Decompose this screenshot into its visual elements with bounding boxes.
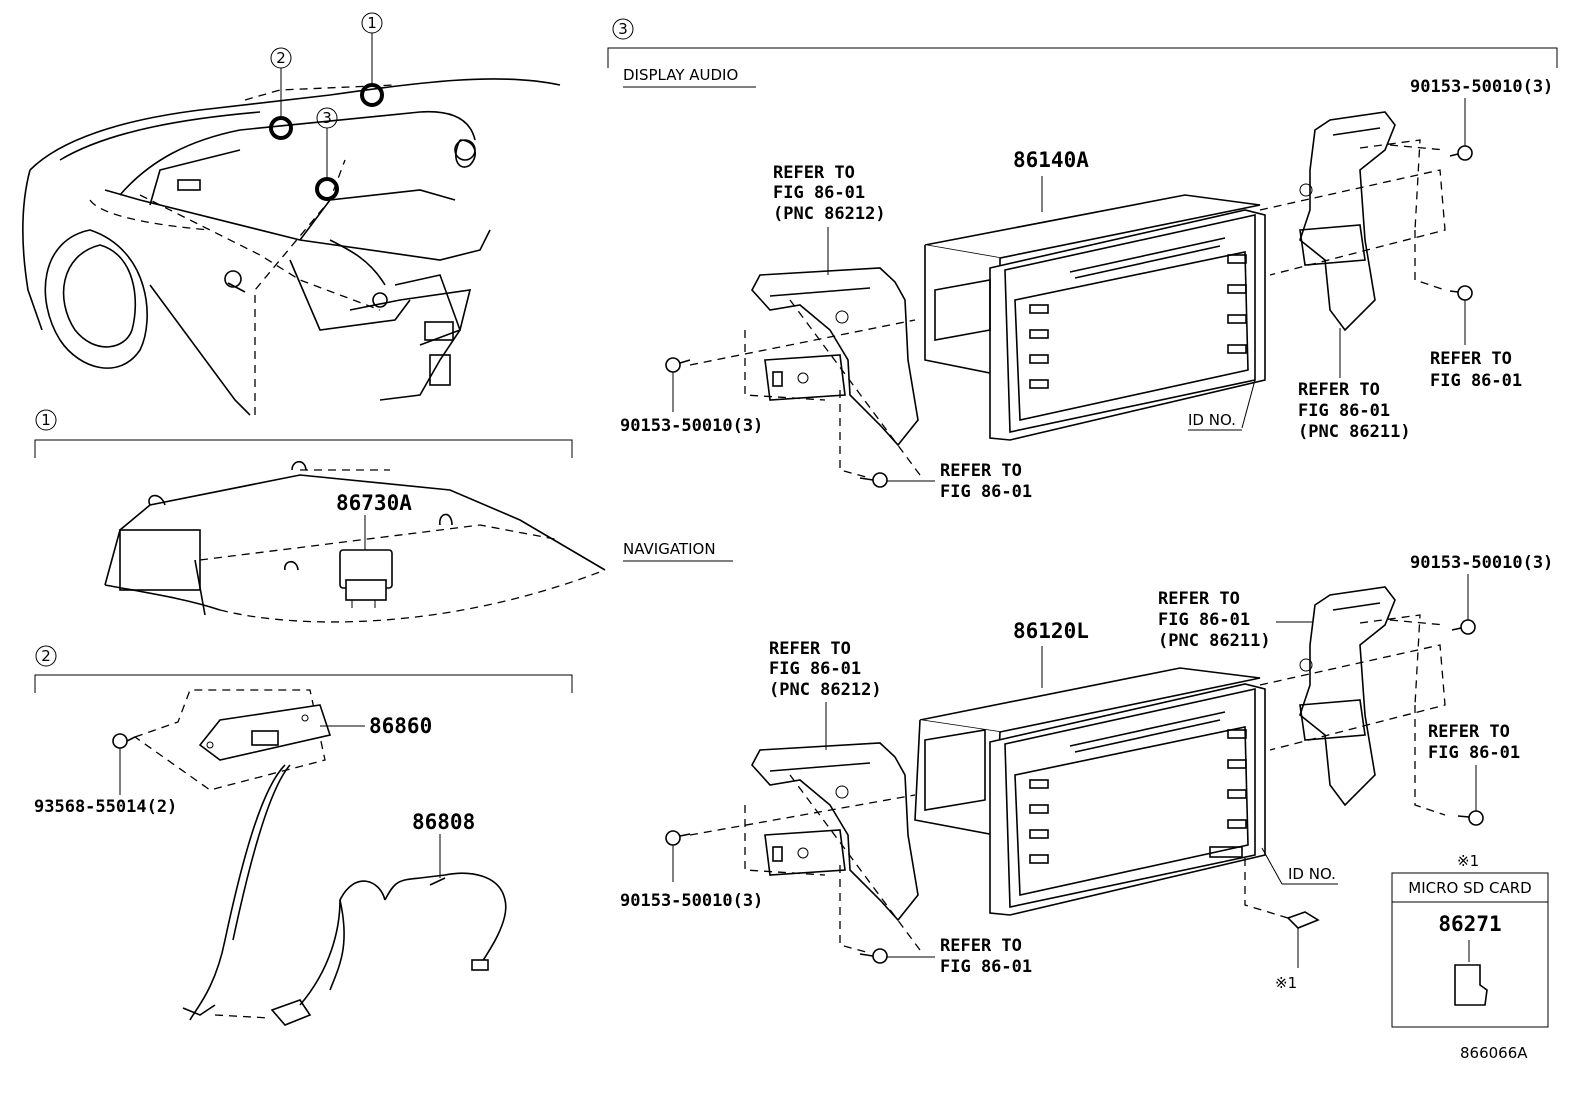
ref-label-refer-to: REFER TO [773, 163, 855, 183]
part-86730A-module [339, 515, 393, 608]
callout-3: 3 [315, 107, 339, 201]
ref-label-fig[interactable]: FIG 86-01 [1430, 371, 1522, 391]
ref-label-refer-to: REFER TO [1158, 589, 1240, 609]
screw-93568 [112, 733, 136, 795]
display-audio-unit-86140A [924, 176, 1266, 441]
ref-label-pnc[interactable]: (PNC 86211) [1298, 422, 1411, 442]
part-number-86860[interactable]: 86860 [369, 714, 432, 738]
micro-sd-card-icon [1454, 964, 1488, 1006]
navigation-lower-bolt [859, 948, 935, 964]
display-audio-left-bolt [665, 357, 691, 412]
callout-3-number: 3 [322, 109, 332, 127]
vehicle-interior-illustration [22, 78, 561, 416]
navigation-lower-right-bolt [1457, 765, 1484, 826]
ref-label-fig[interactable]: FIG 86-01 [940, 957, 1032, 977]
callout-2: 2 [269, 47, 293, 140]
bracket-86860-assembly [133, 689, 365, 791]
section-1-header: 1 [34, 409, 573, 458]
display-audio-id-no: ID NO. [1188, 379, 1256, 431]
diagram-id-label: 866066A [1460, 1044, 1528, 1062]
ref-label-pnc[interactable]: (PNC 86212) [769, 680, 882, 700]
ref-label-refer-to: REFER TO [940, 936, 1022, 956]
display-audio-lower-right-bolt [1449, 285, 1473, 345]
part-number-90153-upper-right[interactable]: 90153-50010(3) [1410, 77, 1553, 97]
ref-label-refer-to: REFER TO [1298, 380, 1380, 400]
ref-label-refer-to: REFER TO [1428, 722, 1510, 742]
micro-sd-card-label: MICRO SD CARD [1408, 879, 1531, 897]
part-number-86120L[interactable]: 86120L [1013, 619, 1089, 643]
display-audio-upper-right-bolt [1449, 98, 1473, 161]
section-3-number: 3 [618, 20, 628, 38]
display-audio-left-bracket [689, 267, 921, 479]
navigation-right-bracket-ref: REFER TO FIG 86-01 (PNC 86211) [1158, 589, 1271, 651]
navigation-lower-right-bolt-ref: REFER TO FIG 86-01 [1428, 722, 1520, 763]
overhead-console-assembly [104, 460, 606, 623]
ref-label-refer-to: REFER TO [769, 639, 851, 659]
ref-label-fig[interactable]: FIG 86-01 [1298, 401, 1390, 421]
ref-label-refer-to: REFER TO [940, 461, 1022, 481]
part-number-86730A[interactable]: 86730A [336, 491, 412, 515]
navigation-lower-bolt-ref: REFER TO FIG 86-01 [940, 936, 1032, 977]
micro-sd-card-box: ※1 MICRO SD CARD 86271 [1391, 852, 1549, 1028]
navigation-heading: NAVIGATION [623, 540, 716, 558]
part-number-90153-left[interactable]: 90153-50010(3) [620, 416, 763, 436]
part-number-93568-55014[interactable]: 93568-55014(2) [34, 797, 177, 817]
part-number-86808[interactable]: 86808 [412, 810, 475, 834]
display-audio-lower-right-bolt-ref: REFER TO FIG 86-01 [1430, 349, 1522, 391]
display-audio-right-bracket [1259, 111, 1446, 378]
navigation-left-bolt [665, 830, 691, 882]
navigation-left-bracket [689, 742, 921, 954]
id-no-label: ID NO. [1288, 865, 1336, 883]
navigation-right-bracket [1259, 586, 1446, 816]
display-audio-right-bracket-ref: REFER TO FIG 86-01 (PNC 86211) [1298, 380, 1411, 442]
callout-2-number: 2 [276, 49, 286, 67]
ref-label-fig[interactable]: FIG 86-01 [773, 183, 865, 203]
ref-label-fig[interactable]: FIG 86-01 [1158, 610, 1250, 630]
navigation-unit-86120L [914, 646, 1266, 916]
part-number-90153-nav-left[interactable]: 90153-50010(3) [620, 891, 763, 911]
id-no-label: ID NO. [1188, 411, 1236, 429]
callout-1: 1 [360, 12, 384, 107]
display-audio-heading: DISPLAY AUDIO [623, 66, 738, 84]
navigation-upper-right-bolt [1451, 574, 1476, 635]
micro-sd-slot-detail: ※1 [1244, 858, 1320, 992]
wire-harness-86808 [182, 764, 507, 1026]
ref-label-pnc[interactable]: (PNC 86212) [773, 204, 886, 224]
section-3-header: 3 [607, 18, 1558, 68]
display-audio-lower-bolt [859, 472, 935, 488]
note-mark-label: ※1 [1457, 852, 1479, 870]
navigation-id-no: ID NO. [1261, 847, 1338, 885]
callout-1-number: 1 [367, 14, 377, 32]
display-audio-lower-bolt-ref: REFER TO FIG 86-01 [940, 461, 1032, 502]
note-mark-label: ※1 [1275, 974, 1297, 992]
ref-label-pnc[interactable]: (PNC 86211) [1158, 631, 1271, 651]
ref-label-fig[interactable]: FIG 86-01 [940, 482, 1032, 502]
section-2-header: 2 [34, 645, 573, 693]
display-audio-left-bracket-ref: REFER TO FIG 86-01 (PNC 86212) [773, 163, 886, 224]
navigation-left-bracket-ref: REFER TO FIG 86-01 (PNC 86212) [769, 639, 882, 700]
ref-label-refer-to: REFER TO [1430, 349, 1512, 369]
ref-label-fig[interactable]: FIG 86-01 [1428, 743, 1520, 763]
part-number-86271[interactable]: 86271 [1438, 912, 1501, 936]
ref-label-fig[interactable]: FIG 86-01 [769, 659, 861, 679]
section-1-number: 1 [41, 411, 51, 429]
section-2-number: 2 [41, 647, 51, 665]
part-number-86140A[interactable]: 86140A [1013, 148, 1089, 172]
part-number-90153-nav-upper-right[interactable]: 90153-50010(3) [1410, 553, 1553, 573]
